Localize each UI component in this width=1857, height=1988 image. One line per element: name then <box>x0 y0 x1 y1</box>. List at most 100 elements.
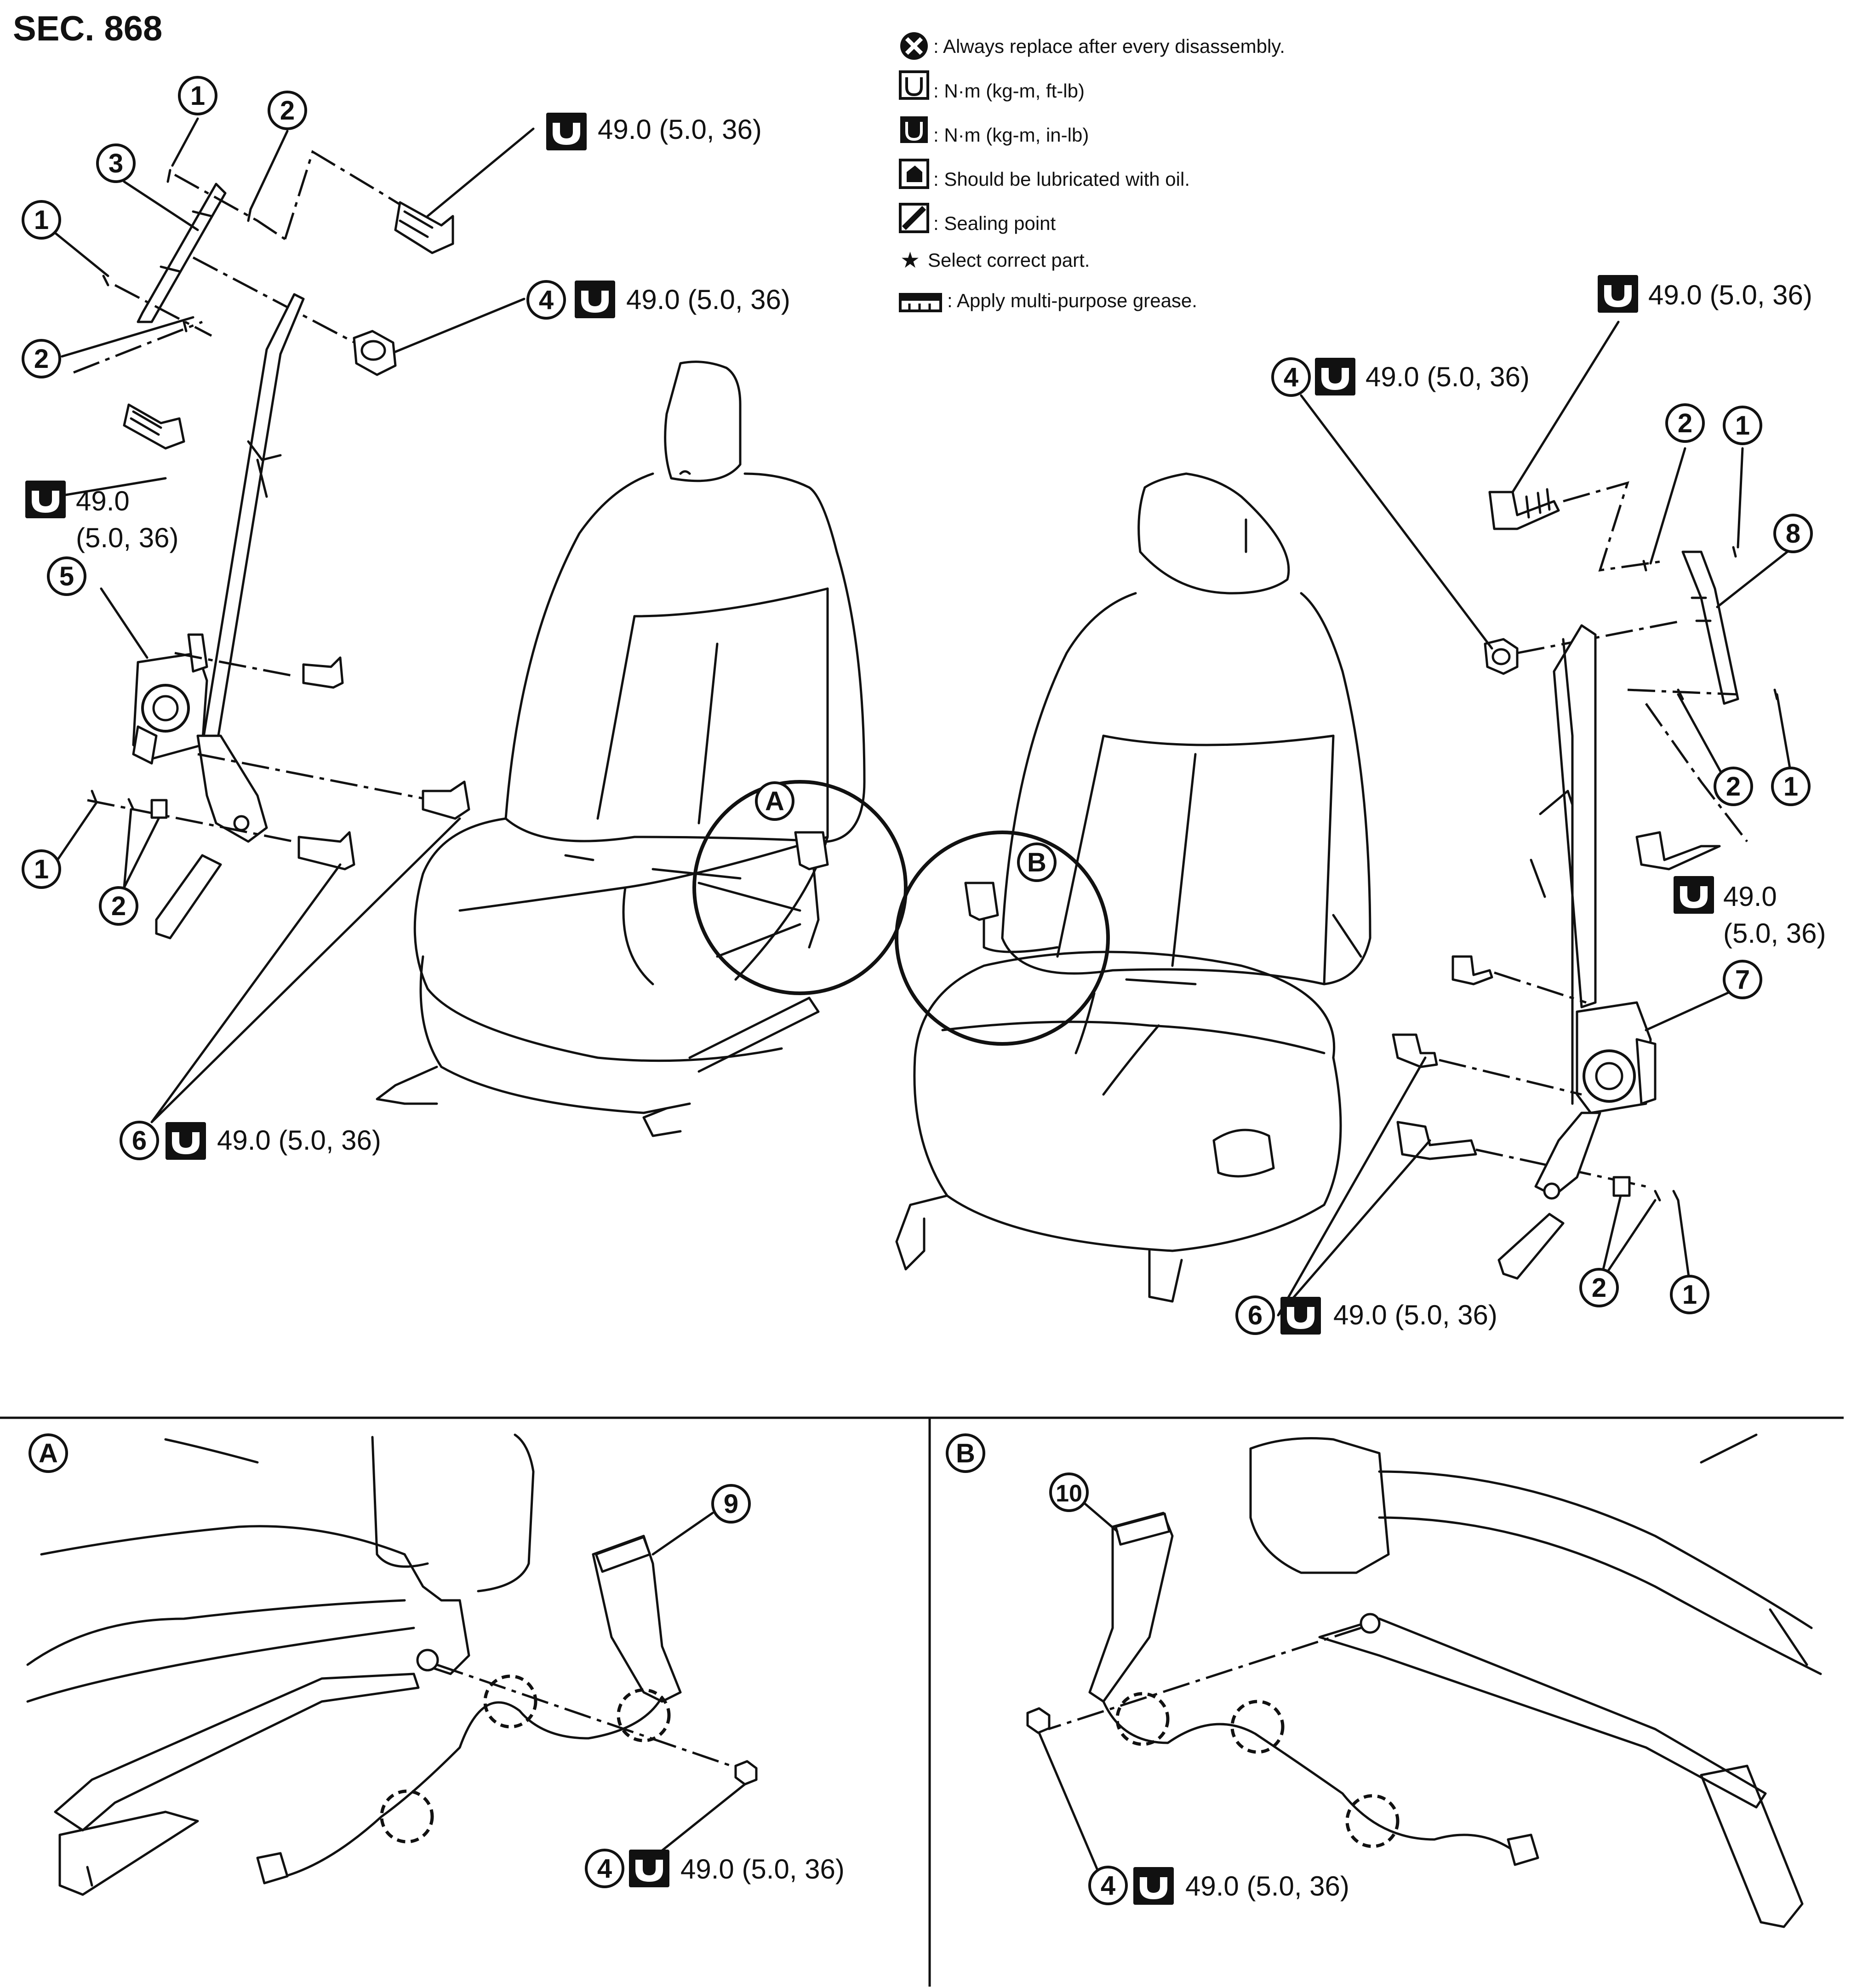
anchor-nut <box>353 330 397 376</box>
torque-icon <box>1280 1297 1321 1335</box>
svg-text:1: 1 <box>1783 772 1798 802</box>
callout-2: 2 <box>1579 1268 1619 1307</box>
legend-text: : Apply multi-purpose grease. <box>947 290 1197 311</box>
callout-2: 2 <box>268 91 307 130</box>
callout-2: 2 <box>1714 767 1753 806</box>
seat-rail <box>54 1673 420 1832</box>
svg-text:1: 1 <box>190 81 205 111</box>
callout-4: 4 <box>1271 357 1311 397</box>
right-seat <box>895 472 1371 1303</box>
torque-spec: 49.0 (5.0, 36) <box>1648 280 1812 310</box>
torque-in-lb-icon <box>900 116 928 143</box>
legend-text: Select correct part. <box>928 249 1090 271</box>
lower-anchor-right <box>1497 1111 1680 1280</box>
seat-belt-buckle-right <box>1088 1512 1174 1703</box>
wire-clip <box>1345 1794 1400 1848</box>
bolt <box>297 831 355 871</box>
callout-8: 8 <box>1773 514 1813 553</box>
torque-icon <box>1315 358 1355 395</box>
section-label: SEC. 868 <box>13 9 162 48</box>
bolt <box>1392 1033 1438 1068</box>
seat-rail <box>1318 1617 1767 1809</box>
anchor-nut-detail <box>1026 1707 1051 1734</box>
bolt <box>1635 831 1721 871</box>
callouts-main: 1 2 3 1 2 5 1 2 4 6 4 2 1 8 2 1 7 2 1 6 … <box>22 76 1813 1335</box>
callout-2: 2 <box>99 886 138 926</box>
torque-icon <box>575 281 615 318</box>
svg-text:2: 2 <box>1678 408 1692 438</box>
svg-text:6: 6 <box>132 1126 147 1156</box>
torque-spec-line2: (5.0, 36) <box>1723 918 1826 949</box>
torque-spec: 49.0 (5.0, 36) <box>1333 1300 1497 1330</box>
seat-adjuster-switch <box>1212 1129 1275 1178</box>
seat-belt-webbing-right <box>1553 624 1597 1008</box>
svg-text:B: B <box>1027 848 1046 877</box>
torque-spec: 49.0 (5.0, 36) <box>1185 1871 1349 1902</box>
view-marker-a: A <box>755 781 794 821</box>
callout-1: 1 <box>22 849 61 889</box>
torque-icon <box>1598 275 1638 313</box>
torque-icon <box>629 1850 669 1887</box>
svg-text:9: 9 <box>724 1489 738 1519</box>
wire-clip <box>1115 1692 1170 1746</box>
bolt <box>123 403 185 450</box>
harness-connector <box>256 1852 289 1885</box>
callout-1: 1 <box>1670 1275 1709 1314</box>
svg-text:8: 8 <box>1786 519 1800 549</box>
svg-text:2: 2 <box>280 96 295 126</box>
svg-text:1: 1 <box>1735 411 1750 441</box>
svg-text:2: 2 <box>1726 772 1741 802</box>
bolt <box>302 656 344 689</box>
callout-2: 2 <box>1665 403 1705 443</box>
seat-belt-webbing <box>201 293 305 751</box>
detail-circle-b <box>895 831 1110 1046</box>
svg-text:4: 4 <box>597 1854 612 1884</box>
callout-9: 9 <box>711 1484 751 1524</box>
torque-icon <box>1674 876 1714 914</box>
legend-text: : N·m (kg-m, ft-lb) <box>933 80 1085 102</box>
replace-icon <box>900 32 928 60</box>
callout-1: 1 <box>22 200 61 240</box>
bolt <box>1451 955 1493 985</box>
torque-icon <box>1133 1867 1174 1905</box>
anchor-nut-right <box>1484 638 1519 675</box>
oil-can-icon <box>899 159 929 189</box>
callout-4: 4 <box>585 1849 624 1888</box>
legend-text: : N·m (kg-m, in-lb) <box>933 124 1089 146</box>
torque-icon <box>25 481 66 518</box>
lower-anchor-left <box>155 734 268 940</box>
svg-text:1: 1 <box>1682 1280 1697 1310</box>
svg-text:10: 10 <box>1056 1480 1082 1507</box>
torque-ft-lb-icon <box>899 70 929 100</box>
bolt <box>394 201 454 254</box>
torque-specs-main: 49.0 (5.0, 36) 49.0 (5.0, 36) 49.0 (5.0,… <box>25 113 1826 1335</box>
torque-icon <box>546 113 587 150</box>
legend: : Always replace after every disassembly… <box>899 32 1285 312</box>
right-seat-belt-assembly <box>1277 321 1794 1317</box>
torque-spec-line1: 49.0 <box>76 486 130 516</box>
callout-2: 2 <box>22 339 61 378</box>
torque-spec: 49.0 (5.0, 36) <box>1366 361 1530 392</box>
svg-text:2: 2 <box>1592 1273 1606 1303</box>
callout-4: 4 <box>1088 1866 1128 1905</box>
legend-text: : Should be lubricated with oil. <box>933 168 1190 190</box>
view-label-a: A <box>29 1433 68 1473</box>
svg-text:B: B <box>956 1438 975 1468</box>
legend-text: : Sealing point <box>933 212 1056 234</box>
svg-text:7: 7 <box>1735 965 1750 995</box>
svg-text:A: A <box>39 1438 58 1468</box>
svg-text:A: A <box>765 786 784 816</box>
torque-spec: 49.0 (5.0, 36) <box>626 284 790 315</box>
callout-1: 1 <box>178 76 217 115</box>
left-seat <box>376 361 866 1137</box>
svg-text:2: 2 <box>111 891 126 921</box>
torque-spec-line1: 49.0 <box>1723 881 1777 912</box>
wire-clip <box>617 1688 671 1742</box>
view-label-b: B <box>946 1433 985 1473</box>
left-seat-belt-assembly <box>53 117 535 1123</box>
svg-text:3: 3 <box>109 149 123 178</box>
callout-5: 5 <box>47 556 86 596</box>
callout-1: 1 <box>1723 406 1762 445</box>
anchor-nut-detail <box>734 1760 758 1786</box>
